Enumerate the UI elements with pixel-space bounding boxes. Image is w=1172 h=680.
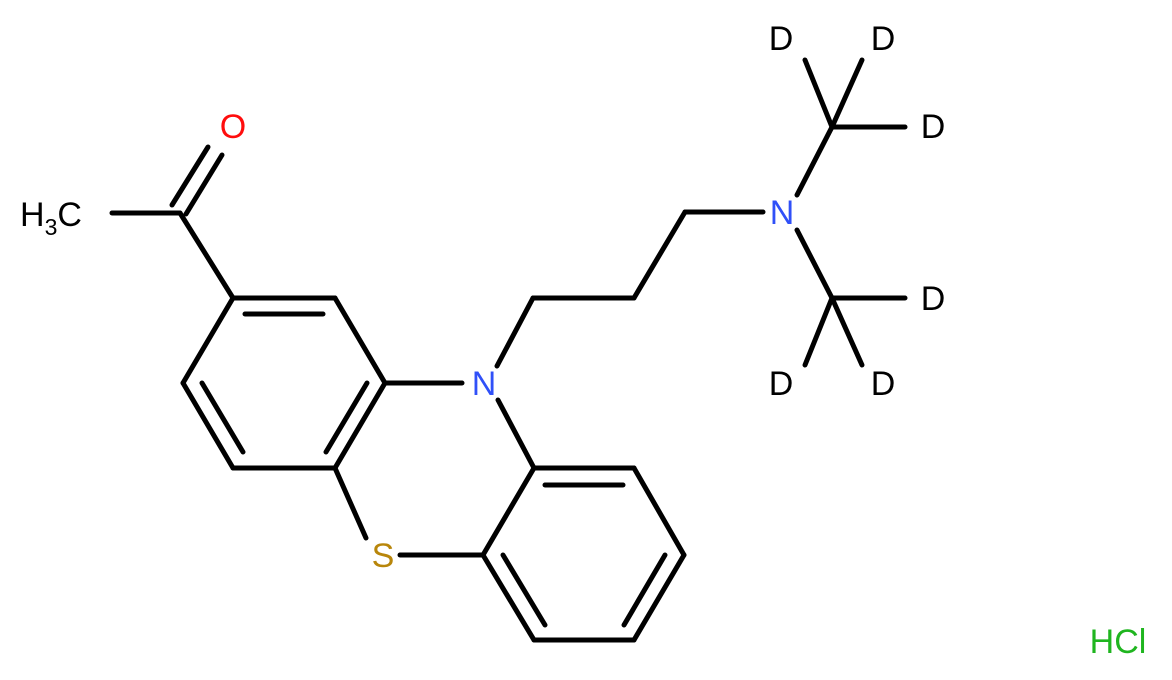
salt-label: HCl xyxy=(1090,623,1147,661)
bond-c-s-left xyxy=(332,465,369,541)
bond-n-chain1 xyxy=(494,295,536,369)
bond-lower-d-left xyxy=(802,295,835,368)
right-benzene-ring xyxy=(480,465,687,643)
bond-r6 xyxy=(480,465,537,558)
deuterium-label-2: D xyxy=(871,20,896,58)
bond-l5 xyxy=(180,380,236,471)
methyl-h: H xyxy=(20,196,45,234)
left-benzene-ring xyxy=(180,295,388,471)
propyl-chain xyxy=(494,209,766,369)
bond-lower-d-right xyxy=(829,295,865,368)
bond-r2 xyxy=(631,465,687,558)
bond-n-upper-methyl xyxy=(794,124,835,198)
deuterium-label-3: D xyxy=(921,108,946,146)
ring-nitrogen-label: N xyxy=(472,365,497,403)
deuterium-label-4: D xyxy=(921,280,946,318)
methyl-carbon-label: H3C xyxy=(20,196,82,240)
methyl-subscript: 3 xyxy=(45,214,58,240)
cd3-groups xyxy=(794,57,908,368)
acetyl-group xyxy=(109,144,236,301)
bond-l6 xyxy=(180,295,236,386)
bond-l5-inner xyxy=(199,380,246,455)
bond-carbonyl-double-2 xyxy=(183,152,225,217)
bond-l3-inner xyxy=(323,380,370,455)
amine-nitrogen-label: N xyxy=(770,194,795,232)
bond-l2 xyxy=(332,295,388,386)
bond-r5-inner xyxy=(500,552,548,628)
methyl-c: C xyxy=(57,196,82,234)
bond-r3-inner xyxy=(621,552,668,628)
sulfur-label: S xyxy=(372,537,395,575)
bond-r3 xyxy=(631,552,687,643)
bond-carbonyl-ring xyxy=(177,210,236,301)
bond-upper-d-left xyxy=(802,57,835,130)
bond-l3 xyxy=(332,380,388,471)
bond-carbonyl-double-1 xyxy=(169,144,211,208)
oxygen-label: O xyxy=(220,108,246,146)
bond-r5 xyxy=(480,552,537,643)
bond-n-lower-methyl xyxy=(794,227,835,301)
bond-n-c-right xyxy=(495,397,537,471)
bond-upper-d-right xyxy=(829,57,865,130)
bond-chain2-chain3 xyxy=(631,209,688,301)
central-ring xyxy=(332,380,537,558)
deuterium-label-5: D xyxy=(769,365,794,403)
deuterium-label-1: D xyxy=(769,20,794,58)
deuterium-label-6: D xyxy=(871,365,896,403)
